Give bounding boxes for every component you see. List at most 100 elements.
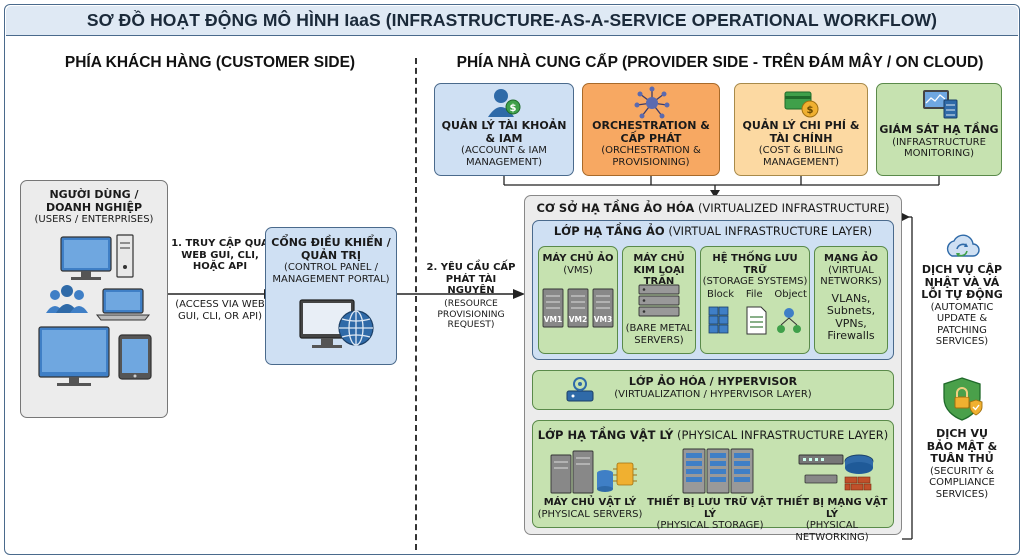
users-devices-icon <box>38 234 152 386</box>
physical-devices-icons <box>550 448 874 494</box>
cloud-sync-icon <box>946 234 980 257</box>
phys-servers-line2: (PHYSICAL SERVERS) <box>537 508 643 520</box>
security-line3: TUÂN THỦ <box>930 452 994 466</box>
svc1-line2: & IAM <box>485 131 523 145</box>
security-line6: SERVICES) <box>935 488 989 500</box>
physical-servers-icon <box>550 450 637 494</box>
user-money-icon: $ <box>488 89 521 117</box>
customer-side-heading: PHÍA KHÁCH HÀNG (CUSTOMER SIDE) <box>64 54 356 71</box>
step1-label: 1. TRUY CẬP QUA WEB GUI, CLI, HOẶC API <box>168 238 272 273</box>
virtualized-title: CƠ SỞ HẠ TẦNG ẢO HÓA (VIRTUALIZED INFRAS… <box>525 201 901 215</box>
monitor-globe-icon <box>299 299 374 348</box>
svc1-line3: (ACCOUNT & IAM <box>461 145 547 157</box>
svc3-line1: QUẢN LÝ CHI PHÍ & <box>742 119 860 132</box>
svc1-line4: MANAGEMENT) <box>465 156 543 168</box>
hypervisor-layer: LỚP ẢO HÓA / HYPERVISOR (VIRTUALIZATION … <box>532 370 894 410</box>
vnet-line1: MẠNG ẢO <box>824 253 878 264</box>
phys-storage-line1: THIẾT BỊ LƯU TRỮ VẬT LÝ <box>647 497 773 520</box>
step2-line5: REQUEST) <box>447 319 495 331</box>
svc4-line3: (INFRASTRUCTURE <box>892 136 986 148</box>
auto-update-line1: DỊCH VỤ CẬP <box>921 263 1003 276</box>
vnet-line3: NETWORKS) <box>820 276 882 287</box>
vms-box: MÁY CHỦ ẢO (VMS) VM1 VM2 VM3 <box>538 246 618 354</box>
bare-metal-box: MÁY CHỦ KIM LOẠI TRẦN (BARE METAL SERVER… <box>622 246 696 354</box>
svc2-line2: CẤP PHÁT <box>620 131 682 145</box>
storage-types: Block File Object <box>707 289 807 300</box>
control-panel-box: CỔNG ĐIỀU KHIỂN / QUẢN TRỊ (CONTROL PANE… <box>265 227 397 365</box>
vm-label-1: VM1 <box>544 315 563 324</box>
service-monitoring: GIÁM SÁT HẠ TẦNG (INFRASTRUCTURE MONITOR… <box>876 83 1002 176</box>
virtualized-title-rest: (VIRTUALIZED INFRASTRUCTURE) <box>697 201 890 215</box>
arrow-portal-to-provider <box>397 289 525 299</box>
portal-line4: MANAGEMENT PORTAL) <box>272 273 390 285</box>
physical-networking-icon <box>798 454 874 491</box>
storage-type-block: Block <box>707 289 735 300</box>
svc4-line1: GIÁM SÁT HẠ TẦNG <box>879 123 999 136</box>
step2-label: 2. YÊU CẦU CẤP PHÁT TÀI NGUYÊN <box>421 262 521 297</box>
auto-update-line3: LỖI TỰ ĐỘNG <box>921 288 1003 302</box>
svc2-line4: PROVISIONING) <box>612 156 690 168</box>
svc2-line1: ORCHESTRATION & <box>592 119 710 132</box>
step2-line1: 2. YÊU CẦU CẤP <box>426 262 516 273</box>
step1-line3: HOẶC API <box>192 261 248 272</box>
hypervisor-icon <box>566 377 594 402</box>
svc3-line3: (COST & BILLING <box>758 145 844 157</box>
phys-storage-line2: (PHYSICAL STORAGE) <box>656 520 764 531</box>
service-account-iam: $ QUẢN LÝ TÀI KHOẢN & IAM (ACCOUNT & IAM… <box>434 83 574 176</box>
virtual-networks-box: MẠNG ẢO (VIRTUAL NETWORKS) VLANs, Subnet… <box>814 246 888 354</box>
monitoring-icon <box>923 90 958 119</box>
svc3-line2: TÀI CHÍNH <box>769 131 833 145</box>
svg-text:$: $ <box>510 103 517 114</box>
storage-systems-box: HỆ THỐNG LƯU TRỮ (STORAGE SYSTEMS) Block… <box>700 246 810 354</box>
storage-type-object: Object <box>774 289 807 300</box>
virtual-layer-title-rest: (VIRTUAL INFRASTRUCTURE LAYER) <box>668 224 873 238</box>
bare-metal-line2: KIM LOẠI TRẦN <box>633 264 685 288</box>
step1-line2: WEB GUI, CLI, <box>181 249 259 261</box>
provider-side-heading: PHÍA NHÀ CUNG CẤP (PROVIDER SIDE - TRÊN … <box>456 54 984 71</box>
bare-metal-line1: MÁY CHỦ <box>633 253 685 264</box>
users-label-2: DOANH NGHIỆP <box>45 200 143 214</box>
step2-line2: PHÁT TÀI NGUYÊN <box>445 273 497 297</box>
title-bar: SƠ ĐỒ HOẠT ĐỘNG MÔ HÌNH IaaS (INFRASTRUC… <box>6 6 1018 36</box>
storage-line1: HỆ THỐNG LƯU TRỮ <box>712 253 798 276</box>
auto-update-line6: PATCHING <box>937 324 987 336</box>
vms-line1: MÁY CHỦ ẢO <box>542 253 614 264</box>
users-label-1: NGƯỜI DÙNG / <box>49 188 139 201</box>
vm-label-2: VM2 <box>569 315 588 324</box>
auto-update-line4: (AUTOMATIC <box>930 301 994 313</box>
vnet-item-vpns: VPNs, <box>835 316 867 330</box>
svc4-line4: MONITORING) <box>904 148 974 160</box>
billing-icon: $ <box>784 91 819 118</box>
users-label-3: (USERS / ENTERPRISES) <box>34 214 154 226</box>
security-line5: COMPLIANCE <box>929 477 995 489</box>
vm-servers-icon: VM1 VM2 VM3 <box>542 288 614 328</box>
portal-line1: CỔNG ĐIỀU KHIỂN / <box>271 236 391 249</box>
virtual-layer-title: LỚP HẠ TẦNG ẢO (VIRTUAL INFRASTRUCTURE L… <box>533 224 893 238</box>
step1-line5: GUI, CLI, OR API) <box>178 310 262 322</box>
phys-network-line2: (PHYSICAL NETWORKING) <box>795 520 869 543</box>
bare-metal-line4: SERVERS) <box>634 334 684 346</box>
physical-layer-title-bold: LỚP HẠ TẦNG VẬT LÝ <box>537 428 674 442</box>
vnet-line2: (VIRTUAL <box>828 264 874 276</box>
auto-update-line7: SERVICES) <box>935 336 989 348</box>
physical-infrastructure-layer: LỚP HẠ TẦNG VẬT LÝ (PHYSICAL INFRASTRUCT… <box>532 420 894 543</box>
step2-line4: PROVISIONING <box>437 308 505 320</box>
auto-update-line2: NHẬT VÀ VÁ <box>924 275 1000 289</box>
physical-layer-title: LỚP HẠ TẦNG VẬT LÝ (PHYSICAL INFRASTRUCT… <box>533 428 893 442</box>
vnet-item-vlans: VLANs, <box>831 291 871 305</box>
svc1-line1: QUẢN LÝ TÀI KHOẢN <box>441 119 567 132</box>
service-orchestration: ORCHESTRATION & CẤP PHÁT (ORCHESTRATION … <box>582 83 720 176</box>
step2-line3: (RESOURCE <box>444 298 498 309</box>
step1-english: (ACCESS VIA WEB GUI, CLI, OR API) <box>168 299 272 322</box>
svc2-line3: (ORCHESTRATION & <box>601 145 701 157</box>
network-hub-icon <box>634 86 670 119</box>
users-box: NGƯỜI DÙNG / DOANH NGHIỆP (USERS / ENTER… <box>20 180 168 418</box>
service-billing: $ QUẢN LÝ CHI PHÍ & TÀI CHÍNH (COST & BI… <box>734 83 868 176</box>
bare-metal-line3: (BARE METAL <box>625 323 693 334</box>
right-bracket <box>902 213 913 540</box>
storage-line2: (STORAGE SYSTEMS) <box>702 276 808 287</box>
vnet-item-firewalls: Firewalls <box>827 329 875 343</box>
virtualized-title-bold: CƠ SỞ HẠ TẦNG ẢO HÓA <box>536 201 695 215</box>
svc3-line4: MANAGEMENT) <box>762 156 840 168</box>
step1-line4: (ACCESS VIA WEB <box>175 299 265 310</box>
